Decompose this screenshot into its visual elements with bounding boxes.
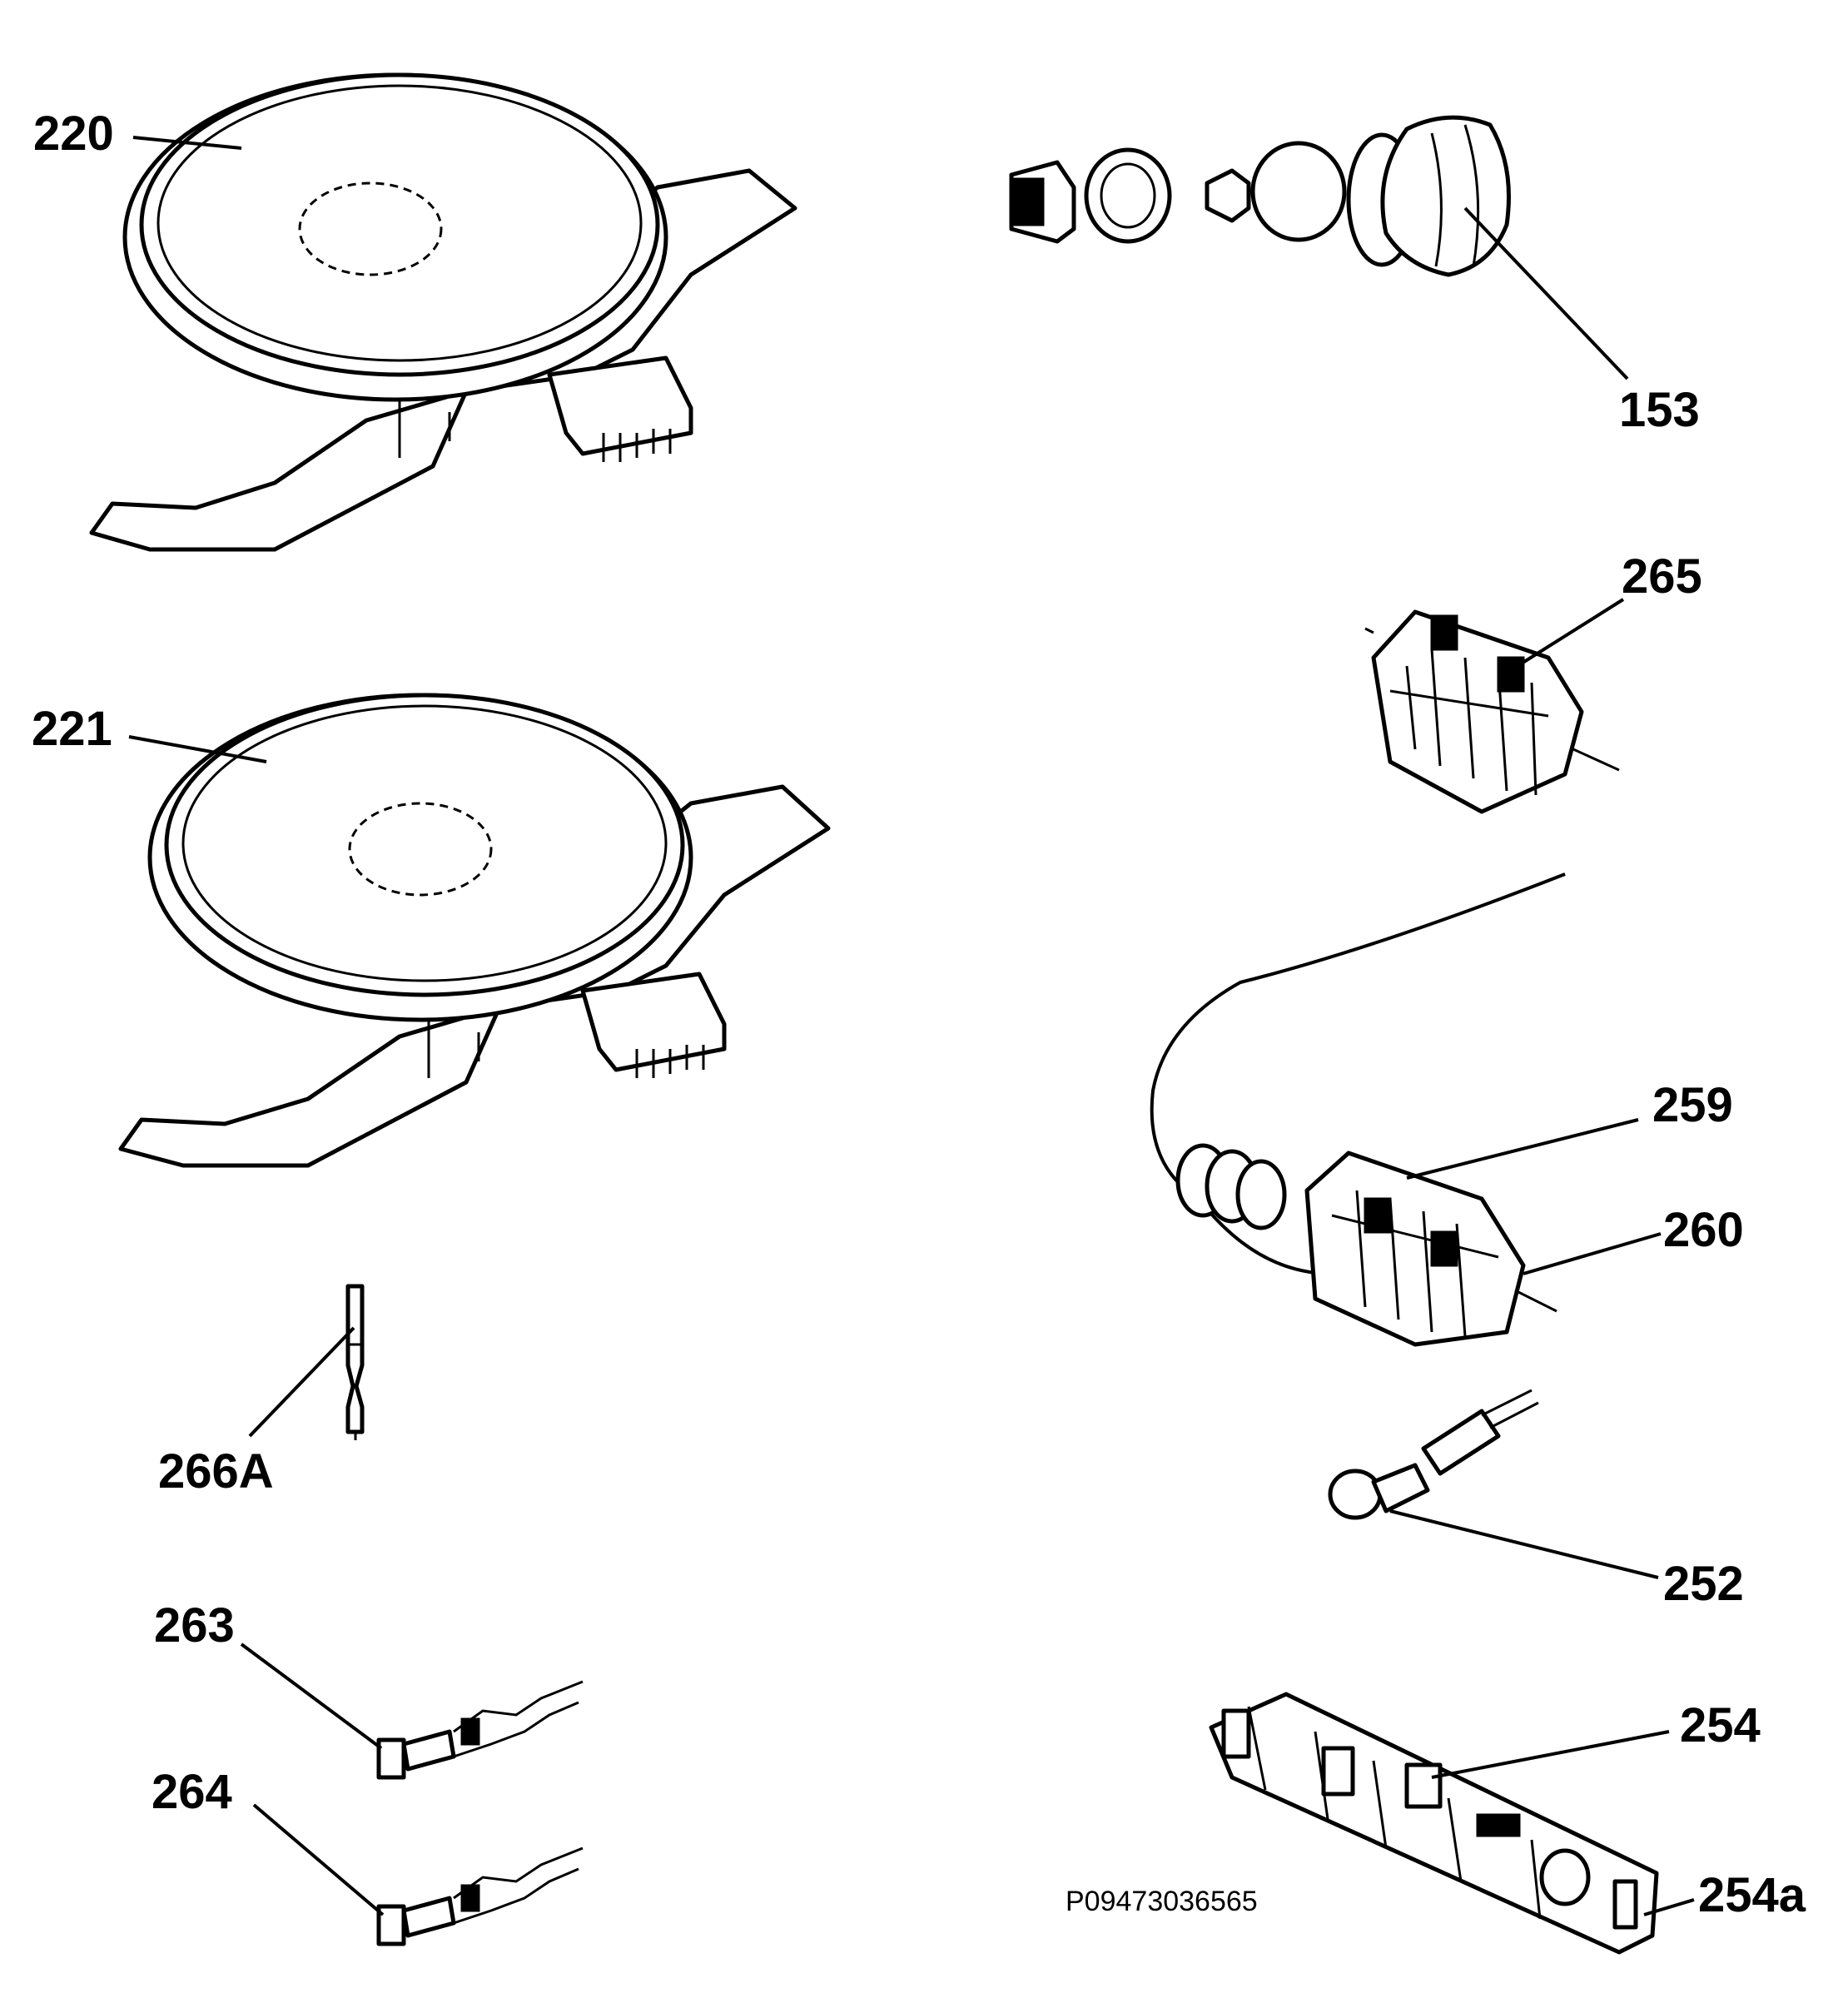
leader-263 [240, 1643, 383, 1750]
callout-266a: 266A [158, 1444, 274, 1498]
callout-265: 265 [1622, 549, 1702, 604]
leader-254 [1431, 1730, 1670, 1779]
callout-153: 153 [1619, 383, 1700, 437]
callout-264: 264 [152, 1765, 232, 1819]
leader-252 [1389, 1509, 1659, 1579]
leader-259 [1406, 1118, 1639, 1180]
lamp-252 [1328, 1389, 1539, 1520]
lamp-tube-254 [1209, 1692, 1659, 1955]
callout-260: 260 [1663, 1203, 1744, 1257]
leader-260 [1523, 1232, 1662, 1275]
callout-263: 263 [154, 1598, 235, 1653]
control-knob-153 [1009, 115, 1511, 277]
callout-259: 259 [1652, 1078, 1733, 1132]
callout-220: 220 [33, 107, 114, 161]
hotplate-220 [89, 72, 797, 552]
callout-252: 252 [1663, 1557, 1744, 1611]
callout-254a: 254a [1698, 1868, 1806, 1922]
leader-153 [1463, 206, 1629, 380]
thermostat-259-260 [1150, 872, 1566, 1347]
drawing-code: P09473036565 [1066, 1886, 1258, 1917]
callout-221: 221 [32, 702, 112, 756]
terminal-263 [376, 1680, 584, 1780]
switch-block-265 [1364, 609, 1620, 814]
callout-254: 254 [1680, 1698, 1761, 1752]
leader-220 [132, 136, 242, 150]
leader-265 [1509, 598, 1625, 672]
leader-221 [128, 735, 267, 763]
leader-264 [252, 1803, 385, 1916]
leader-254a [1643, 1898, 1695, 1916]
leader-266a [248, 1326, 355, 1438]
probe-266a [345, 1284, 365, 1440]
hotplate-221 [118, 693, 831, 1168]
terminal-264 [376, 1846, 584, 1946]
